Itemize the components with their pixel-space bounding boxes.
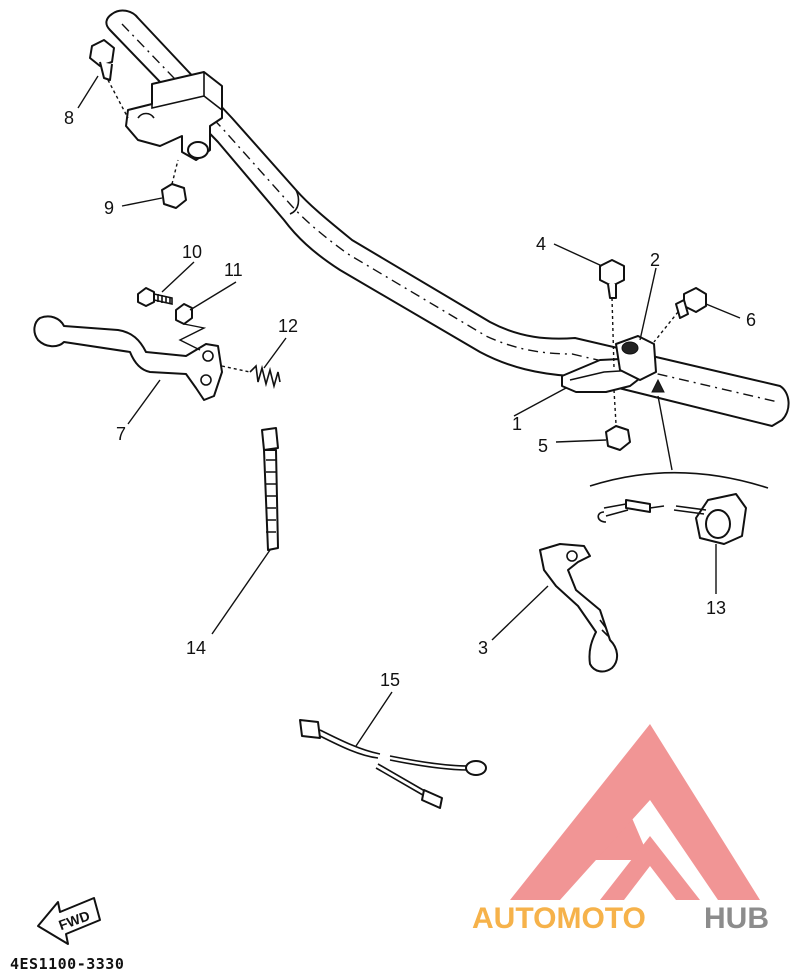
callout-13: 13 (706, 598, 726, 618)
callout-2: 2 (650, 250, 660, 270)
detail-arrow (589, 378, 769, 489)
leader-lines (77, 75, 741, 747)
watermark-text-hub: HUB (704, 902, 769, 935)
part-4-bolt (599, 259, 625, 299)
callout-14: 14 (186, 638, 206, 658)
part-12-spring (221, 364, 281, 390)
callout-1: 1 (512, 414, 522, 434)
callout-7: 7 (116, 424, 126, 444)
callout-11: 11 (224, 260, 243, 280)
callout-5: 5 (538, 436, 548, 456)
callout-12: 12 (278, 316, 298, 336)
watermark-logo-icon (510, 724, 760, 900)
master-cylinder (125, 71, 223, 161)
part-15-wire (299, 719, 487, 809)
callout-15: 15 (380, 670, 400, 690)
part-14-cable-tie (261, 427, 279, 551)
diagram-code: 4ES1100-3330 (10, 955, 125, 973)
handlebar (105, 9, 790, 427)
callout-4: 4 (536, 234, 546, 254)
part-6-bolt (653, 287, 707, 343)
watermark-text-automoto: AUTOMOTO (472, 902, 646, 935)
callout-6: 6 (746, 310, 756, 330)
callout-8: 8 (64, 108, 74, 128)
callout-labels: 1 2 3 4 5 6 7 8 9 10 11 12 13 14 15 (64, 108, 756, 690)
part-3-lever (539, 543, 618, 673)
callout-3: 3 (478, 638, 488, 658)
callout-9: 9 (104, 198, 114, 218)
part-13-switch (597, 493, 747, 545)
part-11-nut (175, 303, 207, 351)
part-9-nut (161, 159, 187, 209)
part-7-lever (33, 315, 223, 401)
part-8-bolt (89, 39, 129, 119)
fwd-arrow-icon: FWD (37, 897, 101, 945)
part-2-clamp (611, 297, 657, 425)
part-10-bolt (137, 287, 173, 307)
part-5-nut (605, 425, 631, 451)
callout-10: 10 (182, 242, 202, 262)
